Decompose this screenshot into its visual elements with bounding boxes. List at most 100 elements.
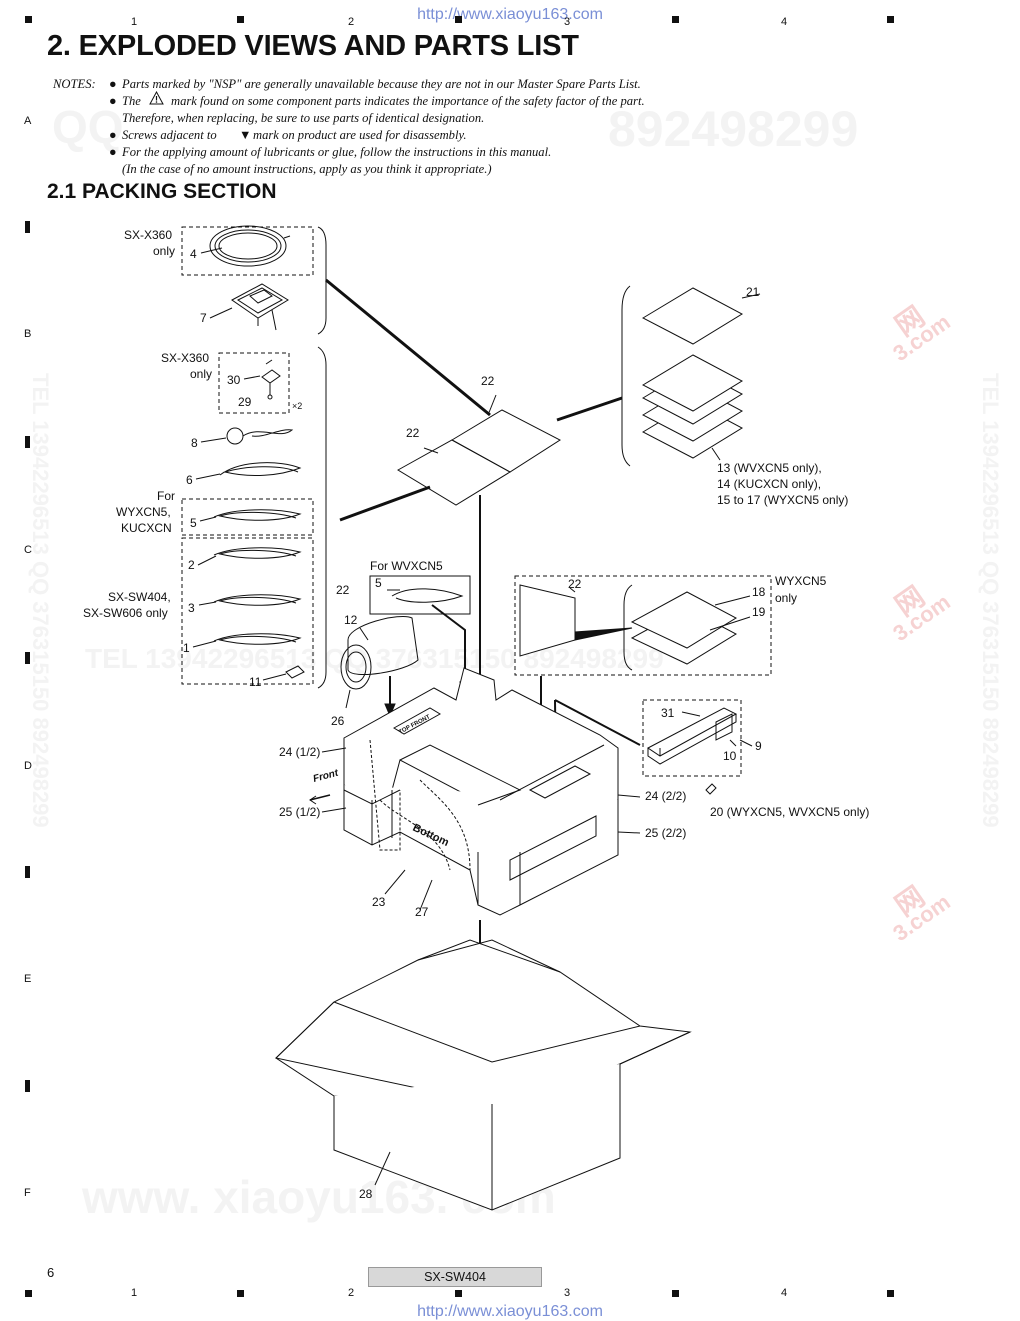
am-loop-antenna [231, 283, 289, 319]
column-number: 4 [781, 16, 788, 28]
stand-part [261, 369, 281, 384]
part-number: 29 [238, 395, 252, 409]
sx-x360-box [181, 226, 314, 276]
label: SX-SW404, [108, 590, 171, 604]
cable [391, 588, 464, 603]
note-line: Screws adjacent to [122, 128, 217, 142]
cable [213, 594, 302, 606]
notes-label: NOTES: [53, 77, 96, 91]
row-tick [25, 436, 30, 448]
part-number: 6 [186, 473, 193, 487]
bullet-icon: ● [109, 128, 117, 142]
registration-mark [455, 1290, 462, 1297]
part-number: 3 [188, 601, 195, 615]
bullet-icon: ● [109, 94, 117, 108]
part-number: 2 [188, 558, 195, 572]
note-line: Parts marked by "NSP" are generally unav… [122, 77, 641, 91]
document [641, 287, 744, 345]
row-tick [25, 652, 30, 664]
label: only [153, 244, 175, 258]
remote-box [642, 699, 742, 777]
sw-box [181, 537, 314, 685]
watermark-number: 892498299 [608, 101, 859, 157]
label: SX-X360 [161, 351, 209, 365]
part-number: 7 [200, 311, 207, 325]
bracket [317, 346, 327, 689]
part-number: 9 [755, 739, 762, 753]
column-number: 1 [131, 1287, 138, 1299]
bag [519, 584, 576, 657]
column-number: 3 [564, 16, 571, 28]
wvxcn5-box [369, 575, 471, 615]
bracket [317, 226, 327, 335]
registration-mark [25, 1290, 32, 1297]
foam-bottom [343, 785, 619, 916]
part-number: 5 [375, 576, 382, 590]
part-number: 22 [406, 426, 420, 440]
label: only [190, 367, 212, 381]
part-number: 5 [190, 516, 197, 530]
label: 13 (WVXCN5 only), [717, 461, 822, 475]
part-number: 22 [568, 577, 582, 591]
note-line: mark on product are used for disassembly… [253, 128, 467, 142]
column-number: 3 [564, 1287, 571, 1299]
part-number: 21 [746, 285, 760, 299]
note-line: mark found on some component parts indic… [171, 94, 645, 108]
registration-mark [672, 1290, 679, 1297]
part-number: 19 [752, 605, 766, 619]
column-number: 1 [131, 16, 138, 28]
label: ×2 [292, 401, 302, 411]
part-number: 23 [372, 895, 386, 909]
note-line: Therefore, when replacing, be sure to us… [122, 111, 485, 125]
label: 15 to 17 (WYXCN5 only) [717, 493, 848, 507]
cable [213, 509, 302, 521]
part-number: 8 [191, 436, 198, 450]
cable [242, 429, 294, 437]
speaker [347, 616, 419, 676]
label: 20 (WYXCN5, WVXCN5 only) [710, 805, 869, 819]
part-number: 1 [183, 641, 190, 655]
note-line: (In the case of no amount instructions, … [122, 162, 492, 176]
label: only [775, 591, 797, 605]
row-tick [25, 221, 30, 233]
header-url[interactable]: http://www.xiaoyu163.com [417, 6, 603, 23]
bullet-icon: ● [109, 145, 117, 159]
mic [226, 427, 244, 445]
label: SX-X360 [124, 228, 172, 242]
part-number: 4 [190, 247, 197, 261]
watermark-qq: QQ [52, 101, 124, 153]
label: WYXCN5, [116, 505, 171, 519]
cable [213, 547, 302, 559]
row-letter: A [24, 115, 32, 127]
registration-mark [455, 16, 462, 23]
part-number: 11 [249, 675, 262, 689]
page-number: 6 [47, 1265, 55, 1280]
label: WYXCN5 [775, 574, 827, 588]
part-number: 27 [415, 905, 429, 919]
label: Front [312, 767, 340, 784]
registration-mark [887, 16, 894, 23]
column-number: 2 [348, 1287, 355, 1299]
note-line: The [122, 94, 141, 108]
row-tick [25, 1080, 30, 1092]
section-title: 2.1 PACKING SECTION [47, 180, 277, 203]
registration-mark [25, 16, 32, 23]
note-line: For the applying amount of lubricants or… [122, 145, 552, 159]
model-badge: SX-SW404 [368, 1267, 542, 1287]
down-triangle-icon: ▼ [239, 128, 252, 142]
part-number: 25 (2/2) [645, 826, 686, 840]
part-number: 24 (2/2) [645, 789, 686, 803]
row-letter: E [24, 973, 32, 985]
footer-url[interactable]: http://www.xiaoyu163.com [417, 1303, 603, 1320]
cable [219, 462, 302, 476]
warning-triangle-icon [149, 90, 164, 110]
part-number: 28 [359, 1187, 373, 1201]
registration-mark [887, 1290, 894, 1297]
row-letter: D [24, 760, 32, 772]
registration-mark [672, 16, 679, 23]
carton-box [333, 1064, 621, 1211]
label: For WVXCN5 [370, 559, 443, 573]
part-number: 22 [336, 583, 350, 597]
part-number: 25 (1/2) [279, 805, 320, 819]
cable [213, 633, 302, 645]
